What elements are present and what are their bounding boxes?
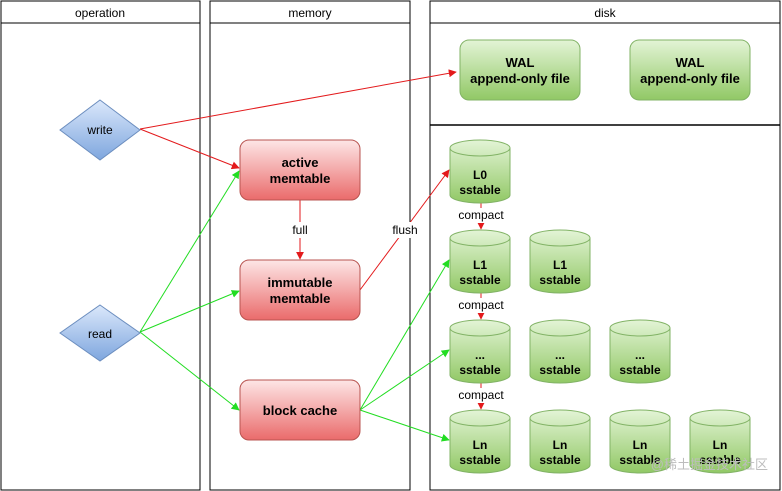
sstable-type-label: sstable <box>539 363 581 377</box>
sstable-level-label: L1 <box>473 258 487 272</box>
immutable-memtable-line2: memtable <box>270 291 331 306</box>
lane-title-operation: operation <box>75 6 125 20</box>
edge-write-to-wal <box>139 69 457 130</box>
wal-file-2[interactable]: WAL append-only file <box>629 39 751 101</box>
edge-read-to-immutable <box>139 290 240 333</box>
sstable-level-label: ... <box>475 348 485 362</box>
sstable-level-label: Ln <box>553 438 568 452</box>
sstable-levels: L0sstableL1sstableL1sstable...sstable...… <box>449 139 751 474</box>
edge-label-compact-2: compact <box>458 298 504 312</box>
sstable-level-label: ... <box>635 348 645 362</box>
edge-cache-to-ln <box>359 409 450 442</box>
lane-operation: operation <box>0 0 201 491</box>
edge-label-flush: flush <box>392 223 417 237</box>
block-cache-label: block cache <box>263 403 337 418</box>
sstable-level-label: L1 <box>553 258 567 272</box>
lane-title-disk: disk <box>594 6 616 20</box>
active-memtable-line1: active <box>282 155 319 170</box>
sstable-type-label: sstable <box>539 273 581 287</box>
sstable-mid-2[interactable]: ...sstable <box>529 319 591 384</box>
edge-read-to-active <box>139 170 240 333</box>
sstable-mid-1[interactable]: ...sstable <box>449 319 511 384</box>
read-path-edges <box>139 170 450 442</box>
wal-file-1[interactable]: WAL append-only file <box>459 39 581 101</box>
active-memtable-line2: memtable <box>270 171 331 186</box>
edge-label-compact-3: compact <box>458 388 504 402</box>
sstable-type-label: sstable <box>459 363 501 377</box>
sstable-type-label: sstable <box>699 453 741 467</box>
sstable-type-label: sstable <box>459 453 501 467</box>
write-label: write <box>86 123 113 137</box>
wal-file-2-line2: append-only file <box>640 71 740 86</box>
sstable-type-label: sstable <box>619 453 661 467</box>
edge-read-to-block-cache <box>139 331 240 411</box>
read-label: read <box>88 327 112 341</box>
edge-label-full: full <box>292 223 307 237</box>
edge-cache-to-l1 <box>359 259 450 411</box>
write-operation[interactable]: write <box>59 99 141 161</box>
sstable-level-label: Ln <box>713 438 728 452</box>
edge-write-to-active <box>139 128 240 170</box>
sstable-level-label: Ln <box>473 438 488 452</box>
wal-file-1-line2: append-only file <box>470 71 570 86</box>
watermark: @稀土掘金技术社区 <box>651 457 768 472</box>
block-cache[interactable]: block cache <box>239 379 361 441</box>
edge-label-compact-1: compact <box>458 208 504 222</box>
edge-labels: full flush compact compact compact <box>287 208 508 403</box>
sstable-type-label: sstable <box>459 273 501 287</box>
wal-file-2-line1: WAL <box>676 55 705 70</box>
immutable-memtable-line1: immutable <box>267 275 332 290</box>
sstable-level-label: L0 <box>473 168 487 182</box>
read-operation[interactable]: read <box>59 304 141 362</box>
sstable-type-label: sstable <box>539 453 581 467</box>
immutable-memtable[interactable]: immutable memtable <box>239 259 361 321</box>
lane-title-memory: memory <box>288 6 331 20</box>
edge-cache-to-mid <box>359 349 450 411</box>
sstable-level-label: ... <box>555 348 565 362</box>
sstable-type-label: sstable <box>619 363 661 377</box>
active-memtable[interactable]: active memtable <box>239 139 361 201</box>
sstable-mid-3[interactable]: ...sstable <box>609 319 671 384</box>
wal-file-1-line1: WAL <box>506 55 535 70</box>
sstable-level-label: Ln <box>633 438 648 452</box>
sstable-type-label: sstable <box>459 183 501 197</box>
